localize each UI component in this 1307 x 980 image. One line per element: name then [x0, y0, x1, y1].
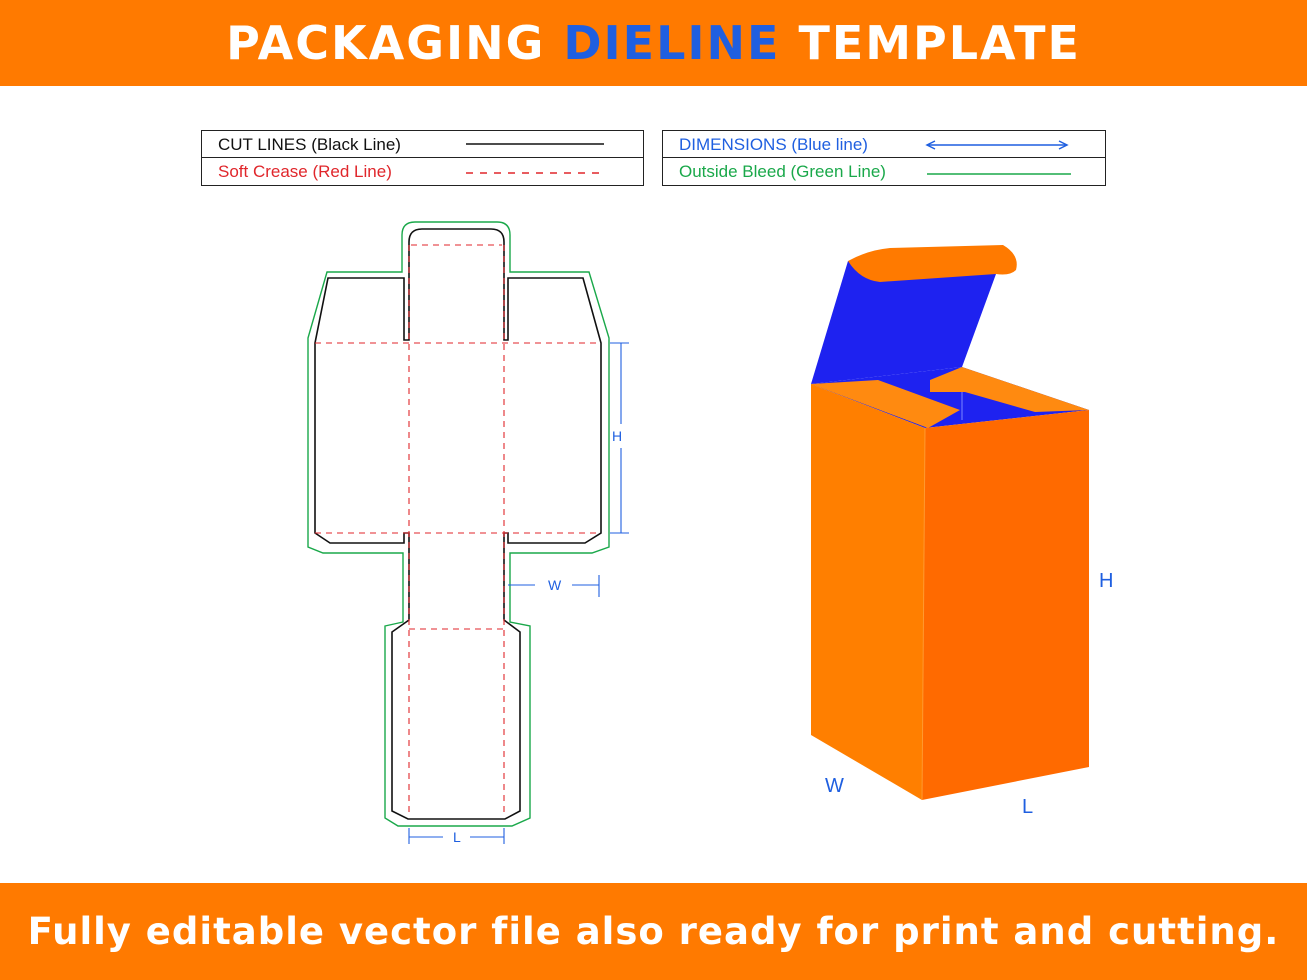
dimension-h — [610, 342, 629, 534]
header-banner: PACKAGING DIELINE TEMPLATE — [0, 0, 1307, 86]
dieline-label-w: W — [548, 577, 562, 593]
box-lid-tuck-flap — [848, 245, 1017, 282]
legend-cut-line — [466, 143, 604, 145]
footer-text: Fully editable vector file also ready fo… — [27, 910, 1280, 953]
footer-banner: Fully editable vector file also ready fo… — [0, 883, 1307, 980]
dimension-w — [508, 575, 600, 597]
box-3d-illustration — [811, 245, 1089, 801]
legend-row-cut: CUT LINES (Black Line) — [202, 131, 643, 158]
box-side-left — [811, 384, 925, 800]
legend-dimension-arrow — [925, 140, 1069, 150]
header-title-part2: TEMPLATE — [780, 16, 1081, 70]
legend-bleed-label: Outside Bleed (Green Line) — [679, 161, 886, 181]
legend-crease-line — [466, 172, 604, 174]
header-title-part1: PACKAGING — [226, 16, 564, 70]
flat-dieline — [307, 221, 629, 844]
box-label-h: H — [1099, 570, 1114, 592]
header-title-accent: DIELINE — [563, 16, 781, 70]
legend-row-bleed: Outside Bleed (Green Line) — [663, 158, 1105, 185]
legend-dimensions-label: DIMENSIONS (Blue line) — [679, 134, 868, 154]
legend-crease-label: Soft Crease (Red Line) — [218, 161, 392, 181]
dieline-label-h: H — [612, 428, 623, 444]
legend-right: DIMENSIONS (Blue line) Outside Bleed (Gr… — [662, 130, 1106, 186]
bleed-outline — [307, 221, 610, 827]
cut-outline — [314, 228, 602, 820]
legend-bleed-line — [927, 173, 1071, 175]
box-label-l: L — [1022, 796, 1034, 818]
legend-cut-label: CUT LINES (Black Line) — [218, 134, 401, 154]
legend-left: CUT LINES (Black Line) Soft Crease (Red … — [201, 130, 644, 186]
box-dust-flap-right — [930, 367, 1089, 412]
legend-row-dimensions: DIMENSIONS (Blue line) — [663, 131, 1105, 158]
dieline-label-l: L — [453, 829, 461, 845]
box-dust-flap-left — [811, 380, 960, 428]
legend-row-crease: Soft Crease (Red Line) — [202, 158, 643, 185]
crease-lines — [315, 244, 601, 815]
box-side-front — [922, 410, 1089, 800]
box-label-w: W — [825, 775, 844, 797]
box-lid-inside — [811, 261, 996, 384]
dimension-l — [408, 828, 505, 844]
